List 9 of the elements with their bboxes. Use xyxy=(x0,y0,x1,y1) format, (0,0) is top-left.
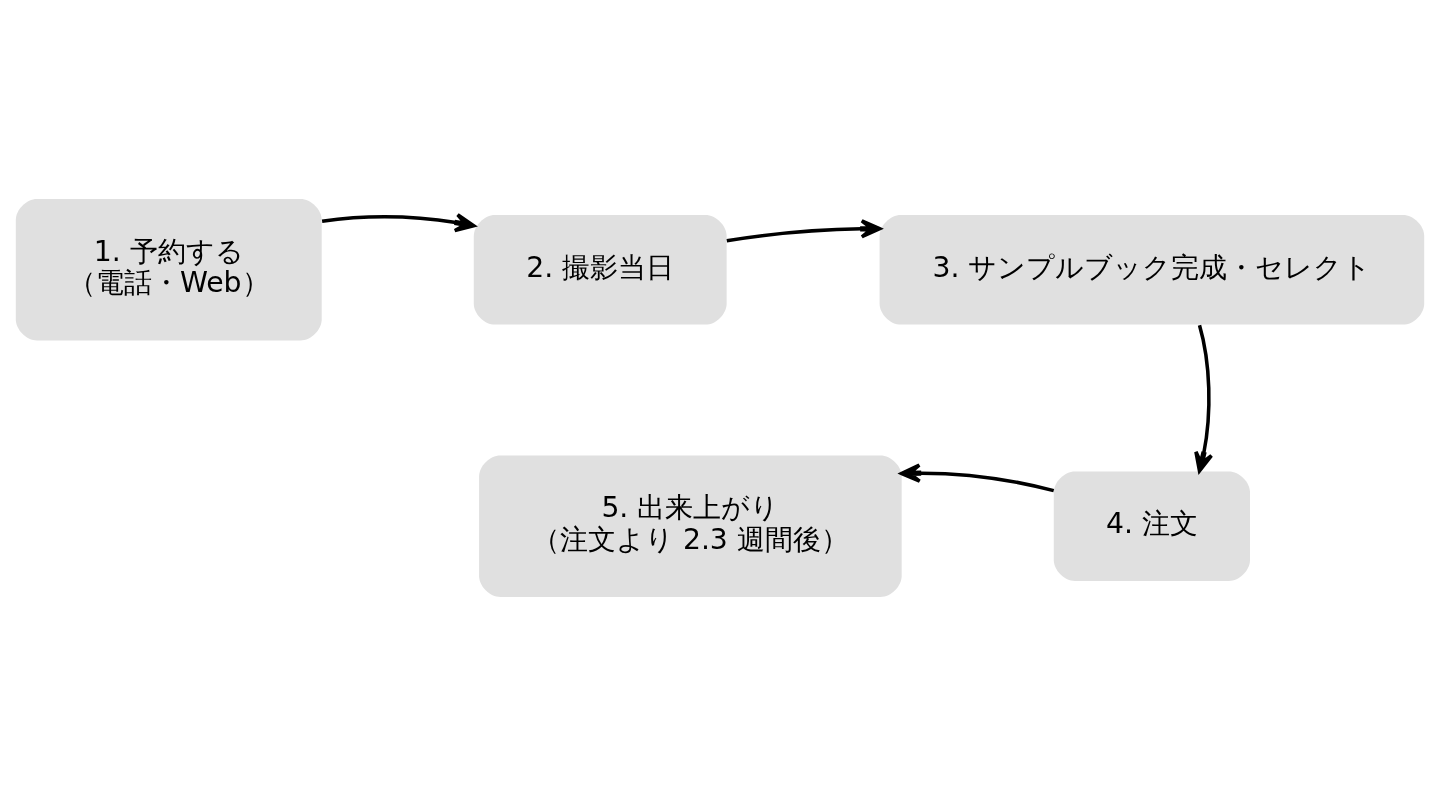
node-box: 4. 注文 xyxy=(1053,470,1251,581)
node-box: 1. 予約する （電話・Web） xyxy=(15,198,322,341)
node-box: 2. 撮影当日 xyxy=(473,214,727,325)
arrow xyxy=(900,462,1055,492)
node-box: 5. 出来上がり （注文より 2.3 週間後） xyxy=(479,454,902,597)
arrow xyxy=(321,212,476,232)
arrow xyxy=(1194,324,1214,473)
node-box: 3. サンプルブック完成・セレクト xyxy=(879,214,1425,325)
arrow xyxy=(726,218,882,242)
